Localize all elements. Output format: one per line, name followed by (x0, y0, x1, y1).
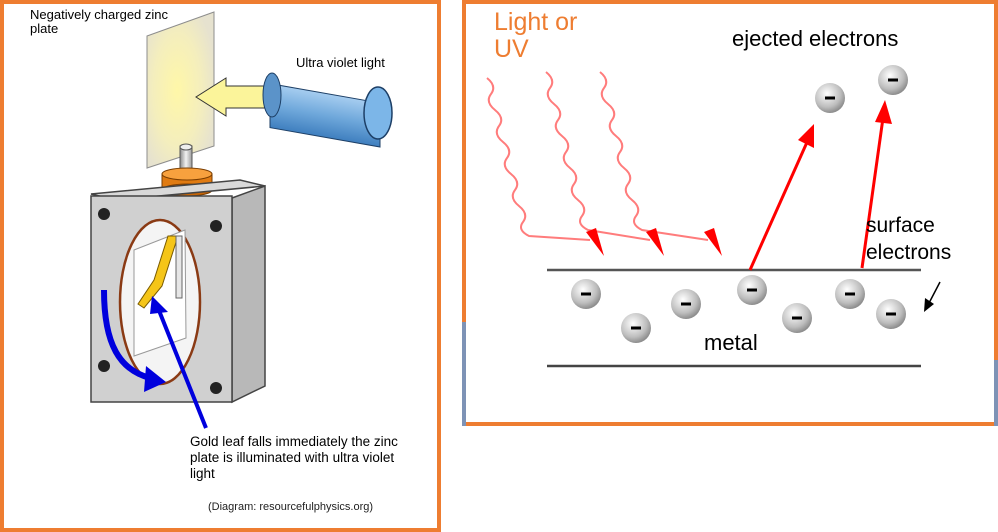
blue-curved-arrow (101, 289, 151, 381)
negative-plate-label: Negatively charged zinc plate (30, 7, 169, 36)
screw-icons (98, 208, 222, 394)
ejected-electrons-label: ejected electrons (732, 26, 899, 51)
panel-shadow (994, 360, 998, 426)
zinc-plate (146, 11, 215, 169)
gold-leaf-pointer (156, 307, 208, 429)
box-side (231, 184, 266, 404)
electroscope-diagram (90, 11, 393, 429)
metal-label: metal (704, 330, 758, 355)
diagram-credit: (Diagram: resourcefulphysics.org) (208, 501, 374, 513)
gold-leaf-caption: Gold leaf falls immediately the zinc pla… (190, 434, 398, 481)
surface-electrons-label: surface electrons (866, 214, 952, 264)
panel-shadow (462, 322, 466, 426)
uv-light-label: Ultra violet light (296, 55, 385, 70)
light-uv-label: Light or UV (494, 8, 578, 63)
uv-lamp (262, 72, 393, 148)
uv-beam-arrow (195, 77, 272, 117)
